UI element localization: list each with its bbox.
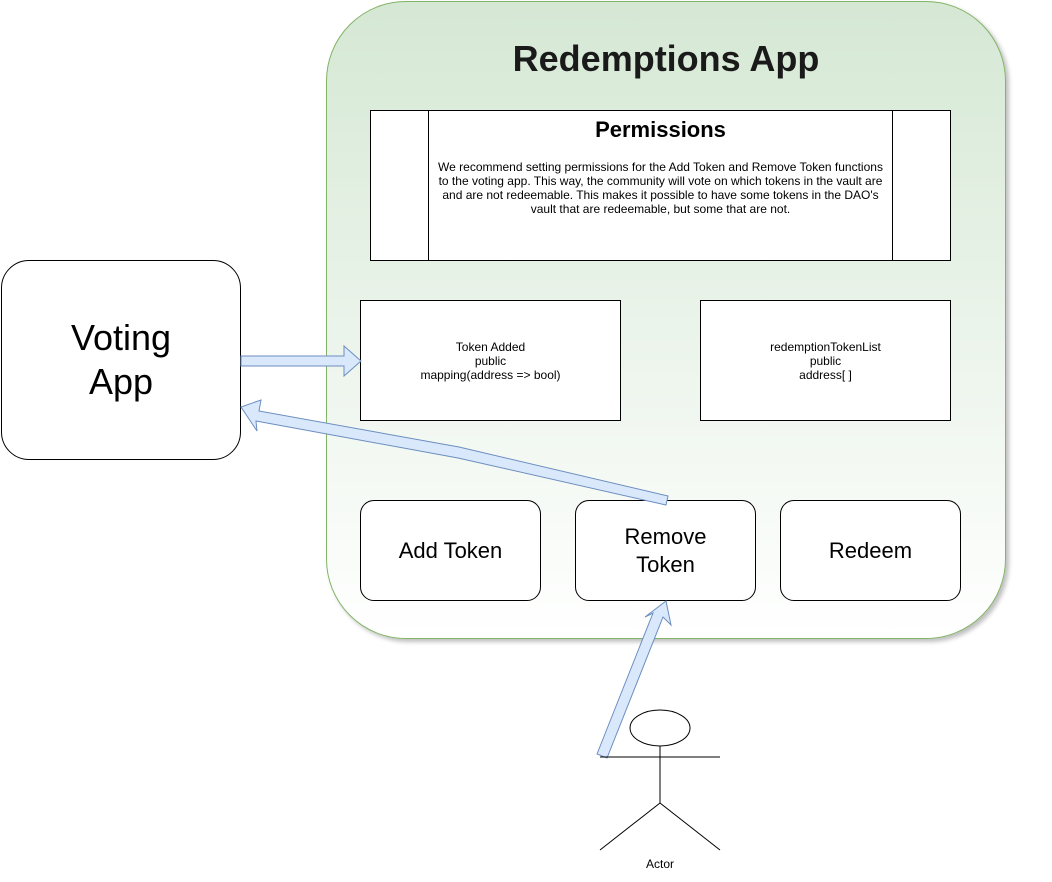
actor-left-leg: [599, 802, 661, 851]
redeem-function[interactable]: Redeem: [780, 500, 961, 601]
actor-right-leg: [659, 802, 721, 851]
remove-token-to-voting-arrow[interactable]: [240, 399, 669, 506]
permissions-box[interactable]: Permissions We recommend setting permiss…: [370, 110, 951, 261]
actor-head: [629, 709, 691, 747]
permissions-left-divider: [428, 111, 429, 260]
voting-app-label-line2: App: [88, 361, 154, 402]
actor-to-remove-token-arrow[interactable]: [596, 600, 672, 759]
voting-to-token-added-arrow[interactable]: [240, 344, 362, 378]
redemption-token-list-visibility: public: [809, 353, 842, 368]
redemption-token-list-type: address[ ]: [799, 367, 852, 382]
add-token-function[interactable]: Add Token: [360, 500, 541, 601]
token-added-type: mapping(address => bool): [420, 367, 561, 382]
voting-app-label-line1: Voting: [70, 317, 172, 358]
permissions-right-divider: [892, 111, 893, 260]
remove-token-label-line1: Remove: [624, 523, 707, 549]
token-added-variable[interactable]: Token Added public mapping(address => bo…: [360, 300, 621, 421]
app-title: Redemptions App: [512, 38, 820, 79]
token-added-visibility: public: [474, 353, 507, 368]
redemption-token-list-variable[interactable]: redemptionTokenList public address[ ]: [700, 300, 951, 421]
permissions-title: Permissions: [595, 117, 726, 142]
permissions-body: We recommend setting permissions for the…: [438, 160, 883, 216]
actor-figure[interactable]: [599, 709, 721, 851]
token-added-name: Token Added: [455, 339, 526, 354]
redeem-label: Redeem: [828, 537, 913, 563]
actor-label: Actor: [645, 857, 674, 871]
add-token-label: Add Token: [398, 537, 503, 563]
remove-token-label-line2: Token: [636, 551, 695, 577]
redemption-token-list-name: redemptionTokenList: [770, 339, 881, 354]
